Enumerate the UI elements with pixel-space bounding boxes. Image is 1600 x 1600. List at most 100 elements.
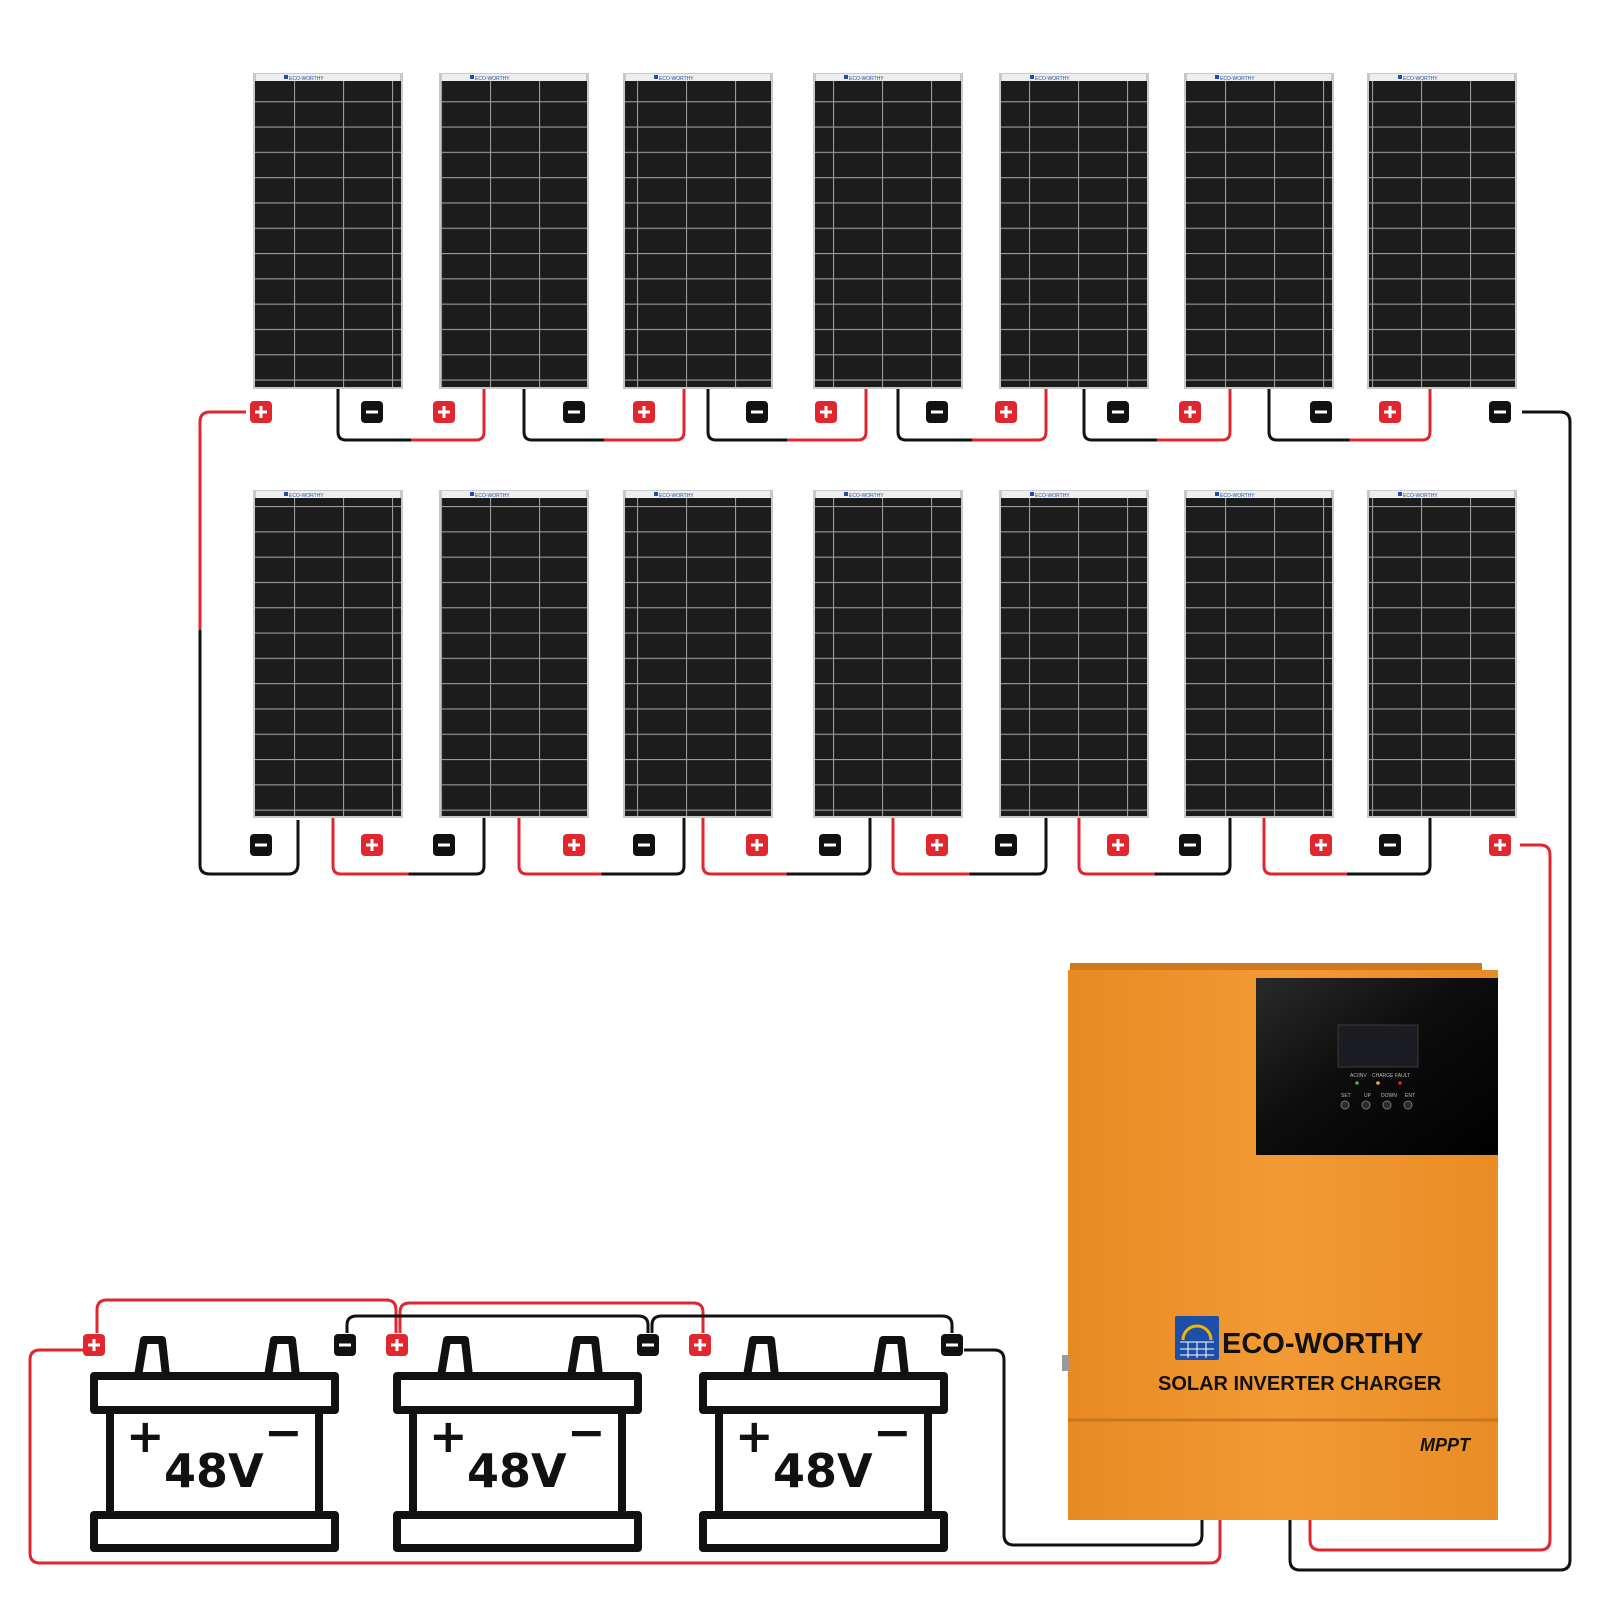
battery-plus-symbol: + — [126, 1409, 165, 1463]
battery-1: +−48V — [90, 1336, 339, 1552]
battery-voltage-label: 48V — [467, 1444, 567, 1498]
panel-brand-label: ECO-WORTHY — [659, 76, 694, 82]
button-ent[interactable] — [1403, 1100, 1413, 1110]
battery-terminals — [83, 1334, 963, 1356]
wire-top-positive-6 — [1349, 389, 1432, 442]
button-up[interactable] — [1361, 1100, 1371, 1110]
solar-panel-bottom-4: ECO-WORTHY — [813, 490, 963, 818]
panel-logo-icon — [470, 75, 474, 79]
wire-top-negative-3 — [706, 389, 787, 442]
button-down[interactable] — [1382, 1100, 1392, 1110]
solar-panel-bottom-6: ECO-WORTHY — [1184, 490, 1334, 818]
panel-brand-label: ECO-WORTHY — [849, 76, 884, 82]
terminal-bottom-positive-2 — [563, 834, 585, 856]
terminal-bottom-positive-5 — [1107, 834, 1129, 856]
terminal-bottom-negative-1 — [250, 834, 272, 856]
terminal-top-positive-3 — [633, 401, 655, 423]
terminal-bottom-negative-7 — [1379, 834, 1401, 856]
terminal-top-positive-6 — [1179, 401, 1201, 423]
wire-bottom-positive-6 — [1262, 818, 1347, 876]
battery-2: +−48V — [393, 1336, 642, 1552]
panel-logo-icon — [654, 492, 658, 496]
button-label-up: UP — [1364, 1093, 1372, 1099]
solar-panel-row-bottom: ECO-WORTHY ECO-WORTHY ECO-WORTHY ECO-WORTHY… — [253, 490, 1517, 818]
battery2-pos-to-battery3-pos — [398, 1301, 705, 1333]
solar-panel-bottom-5: ECO-WORTHY — [999, 490, 1149, 818]
terminal-top-negative-7 — [1489, 401, 1511, 423]
battery-voltage-label: 48V — [164, 1444, 264, 1498]
inverter-brand: ECO-WORTHY — [1222, 1328, 1423, 1360]
wire-top-negative-1 — [336, 389, 411, 442]
battery-terminal-positive-2 — [386, 1334, 408, 1356]
battery-terminal-negative-2 — [637, 1334, 659, 1356]
inverter-connector — [1062, 1355, 1070, 1371]
battery-bank: +−48V+−48V+−48V — [90, 1336, 948, 1552]
button-set[interactable] — [1340, 1100, 1350, 1110]
terminal-bottom-positive-1 — [361, 834, 383, 856]
panel-logo-icon — [1030, 75, 1034, 79]
solar-panel-row-top: ECO-WORTHY ECO-WORTHY ECO-WORTHY ECO-WORTHY… — [253, 73, 1517, 389]
terminal-top-positive-1 — [250, 401, 272, 423]
panel-brand-label: ECO-WORTHY — [1220, 493, 1255, 499]
terminal-top-negative-5 — [1107, 401, 1129, 423]
battery-3: +−48V — [699, 1336, 948, 1552]
indicator-label-fault: FAULT — [1395, 1073, 1410, 1079]
panel-logo-icon — [1030, 492, 1034, 496]
button-label-set: SET — [1341, 1093, 1351, 1099]
terminal-top-negative-1 — [361, 401, 383, 423]
panel-brand-label: ECO-WORTHY — [1403, 493, 1438, 499]
battery-terminal-positive-1 — [83, 1334, 105, 1356]
battery1-pos-to-battery2-pos — [95, 1298, 398, 1333]
panel-brand-label: ECO-WORTHY — [1035, 493, 1070, 499]
wire-bottom-positive-1 — [331, 818, 409, 876]
terminal-top-negative-2 — [563, 401, 585, 423]
terminal-bottom-negative-3 — [633, 834, 655, 856]
array-negative-to-inverter — [1288, 410, 1572, 1572]
panel-logo-icon — [470, 492, 474, 496]
terminal-top-negative-3 — [746, 401, 768, 423]
panel-logo-icon — [1398, 75, 1402, 79]
battery-terminal-negative-3 — [941, 1334, 963, 1356]
solar-panel-top-2: ECO-WORTHY — [439, 73, 589, 389]
panel-logo-icon — [284, 75, 288, 79]
solar-panel-top-6: ECO-WORTHY — [1184, 73, 1334, 389]
terminal-bottom-positive-4 — [926, 834, 948, 856]
led-charge — [1376, 1081, 1380, 1085]
battery2-neg-to-battery3-neg — [650, 1314, 954, 1333]
panel-brand-label: ECO-WORTHY — [289, 76, 324, 82]
indicator-label-charge: CHARGE — [1372, 1073, 1394, 1079]
solar-panel-bottom-2: ECO-WORTHY — [439, 490, 589, 818]
panel-brand-label: ECO-WORTHY — [1403, 76, 1438, 82]
solar-panel-bottom-7: ECO-WORTHY — [1367, 490, 1517, 818]
panel-brand-label: ECO-WORTHY — [1220, 76, 1255, 82]
array-wires — [198, 410, 1572, 1572]
battery-plus-symbol: + — [429, 1409, 468, 1463]
panel-logo-icon — [654, 75, 658, 79]
panel-logo-icon — [1215, 75, 1219, 79]
wire-top-positive-3 — [787, 389, 868, 442]
panel-wires-top-row — [336, 389, 1432, 442]
battery-wires — [28, 1298, 1222, 1565]
wire-bottom-negative-3 — [786, 818, 872, 876]
wire-bottom-positive-3 — [701, 818, 787, 876]
panel-brand-label: ECO-WORTHY — [1035, 76, 1070, 82]
wire-top-positive-4 — [972, 389, 1048, 442]
panel-terminals — [250, 401, 1511, 856]
terminal-bottom-negative-2 — [433, 834, 455, 856]
eco-worthy-logo-icon — [1175, 1316, 1219, 1360]
wire-bottom-negative-6 — [1347, 818, 1432, 876]
battery-minus-symbol: − — [873, 1405, 912, 1459]
panel-brand-label: ECO-WORTHY — [475, 76, 510, 82]
wire-bottom-negative-1 — [408, 818, 486, 876]
button-label-ent: ENT — [1405, 1093, 1415, 1099]
led-ac — [1355, 1081, 1359, 1085]
panel-logo-icon — [1398, 492, 1402, 496]
wire-top-negative-5 — [1082, 389, 1157, 442]
wire-top-positive-1 — [411, 389, 486, 442]
button-label-down: DOWN — [1381, 1093, 1397, 1099]
wire-bottom-positive-5 — [1077, 818, 1155, 876]
solar-panel-top-4: ECO-WORTHY — [813, 73, 963, 389]
terminal-bottom-positive-7 — [1489, 834, 1511, 856]
panel-brand-label: ECO-WORTHY — [659, 493, 694, 499]
